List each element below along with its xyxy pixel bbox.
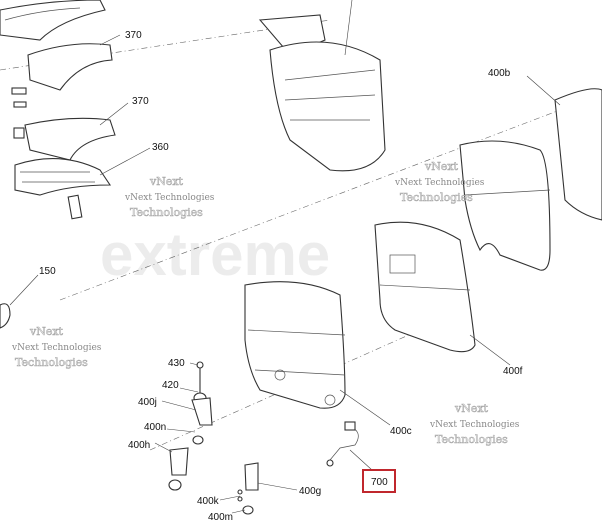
label-370-lower: 370	[132, 96, 149, 107]
label-400f: 400f	[503, 366, 523, 377]
part-150	[0, 303, 11, 329]
svg-text:Technologies: Technologies	[15, 356, 88, 369]
label-700[interactable]: 700	[371, 477, 388, 488]
duct-370-upper	[0, 0, 106, 41]
sensor-700	[326, 421, 359, 467]
label-400g: 400g	[299, 486, 321, 497]
highlight-box-700	[362, 469, 396, 493]
heat-shield-400f	[459, 140, 551, 271]
svg-text:vNext: vNext	[29, 325, 64, 338]
svg-text:vNext: vNext	[424, 160, 459, 173]
label-400h: 400h	[128, 440, 150, 451]
svg-text:vNext Technologies: vNext Technologies	[394, 178, 485, 188]
vnext-watermark: vNext vNext Technologies Technologies	[394, 160, 485, 205]
heat-shield-400b	[554, 88, 602, 221]
vnext-watermark: vNext vNext Technologies Technologies	[124, 175, 215, 220]
label-400b: 400b	[488, 68, 511, 79]
vnext-watermark: vNext vNext Technologies Technologies	[429, 402, 520, 447]
svg-text:Technologies: Technologies	[130, 206, 203, 219]
duct-360	[14, 158, 112, 196]
heat-shield-middle	[374, 221, 476, 353]
label-420: 420	[162, 380, 179, 391]
svg-text:Technologies: Technologies	[400, 191, 473, 204]
label-370-upper: 370	[125, 30, 142, 41]
label-360: 360	[152, 142, 169, 153]
clamp-parts	[11, 87, 83, 220]
svg-text:vNext: vNext	[149, 175, 184, 188]
svg-text:vNext Technologies: vNext Technologies	[124, 193, 215, 203]
leader-lines	[9, 0, 561, 514]
svg-text:vNext Technologies: vNext Technologies	[11, 343, 102, 353]
vnext-watermark: vNext vNext Technologies Technologies	[11, 325, 102, 370]
label-430: 430	[168, 358, 185, 369]
duct-370-lower	[24, 117, 116, 161]
label-400c: 400c	[390, 426, 412, 437]
bracket-400h	[168, 447, 189, 491]
label-400n: 400n	[144, 422, 166, 433]
bracket-400g	[237, 462, 259, 515]
duct-370-middle	[27, 43, 113, 91]
label-400j: 400j	[138, 397, 157, 408]
label-400m: 400m	[208, 512, 233, 522]
svg-text:vNext Technologies: vNext Technologies	[429, 420, 520, 430]
bracket-400j	[191, 361, 213, 445]
muffler	[258, 14, 386, 172]
heat-shield-400c	[244, 281, 346, 409]
svg-text:Technologies: Technologies	[435, 433, 508, 446]
label-400k: 400k	[197, 496, 220, 507]
brand-watermark: extreme	[100, 221, 330, 288]
svg-text:vNext: vNext	[454, 402, 489, 415]
label-150: 150	[39, 266, 56, 277]
